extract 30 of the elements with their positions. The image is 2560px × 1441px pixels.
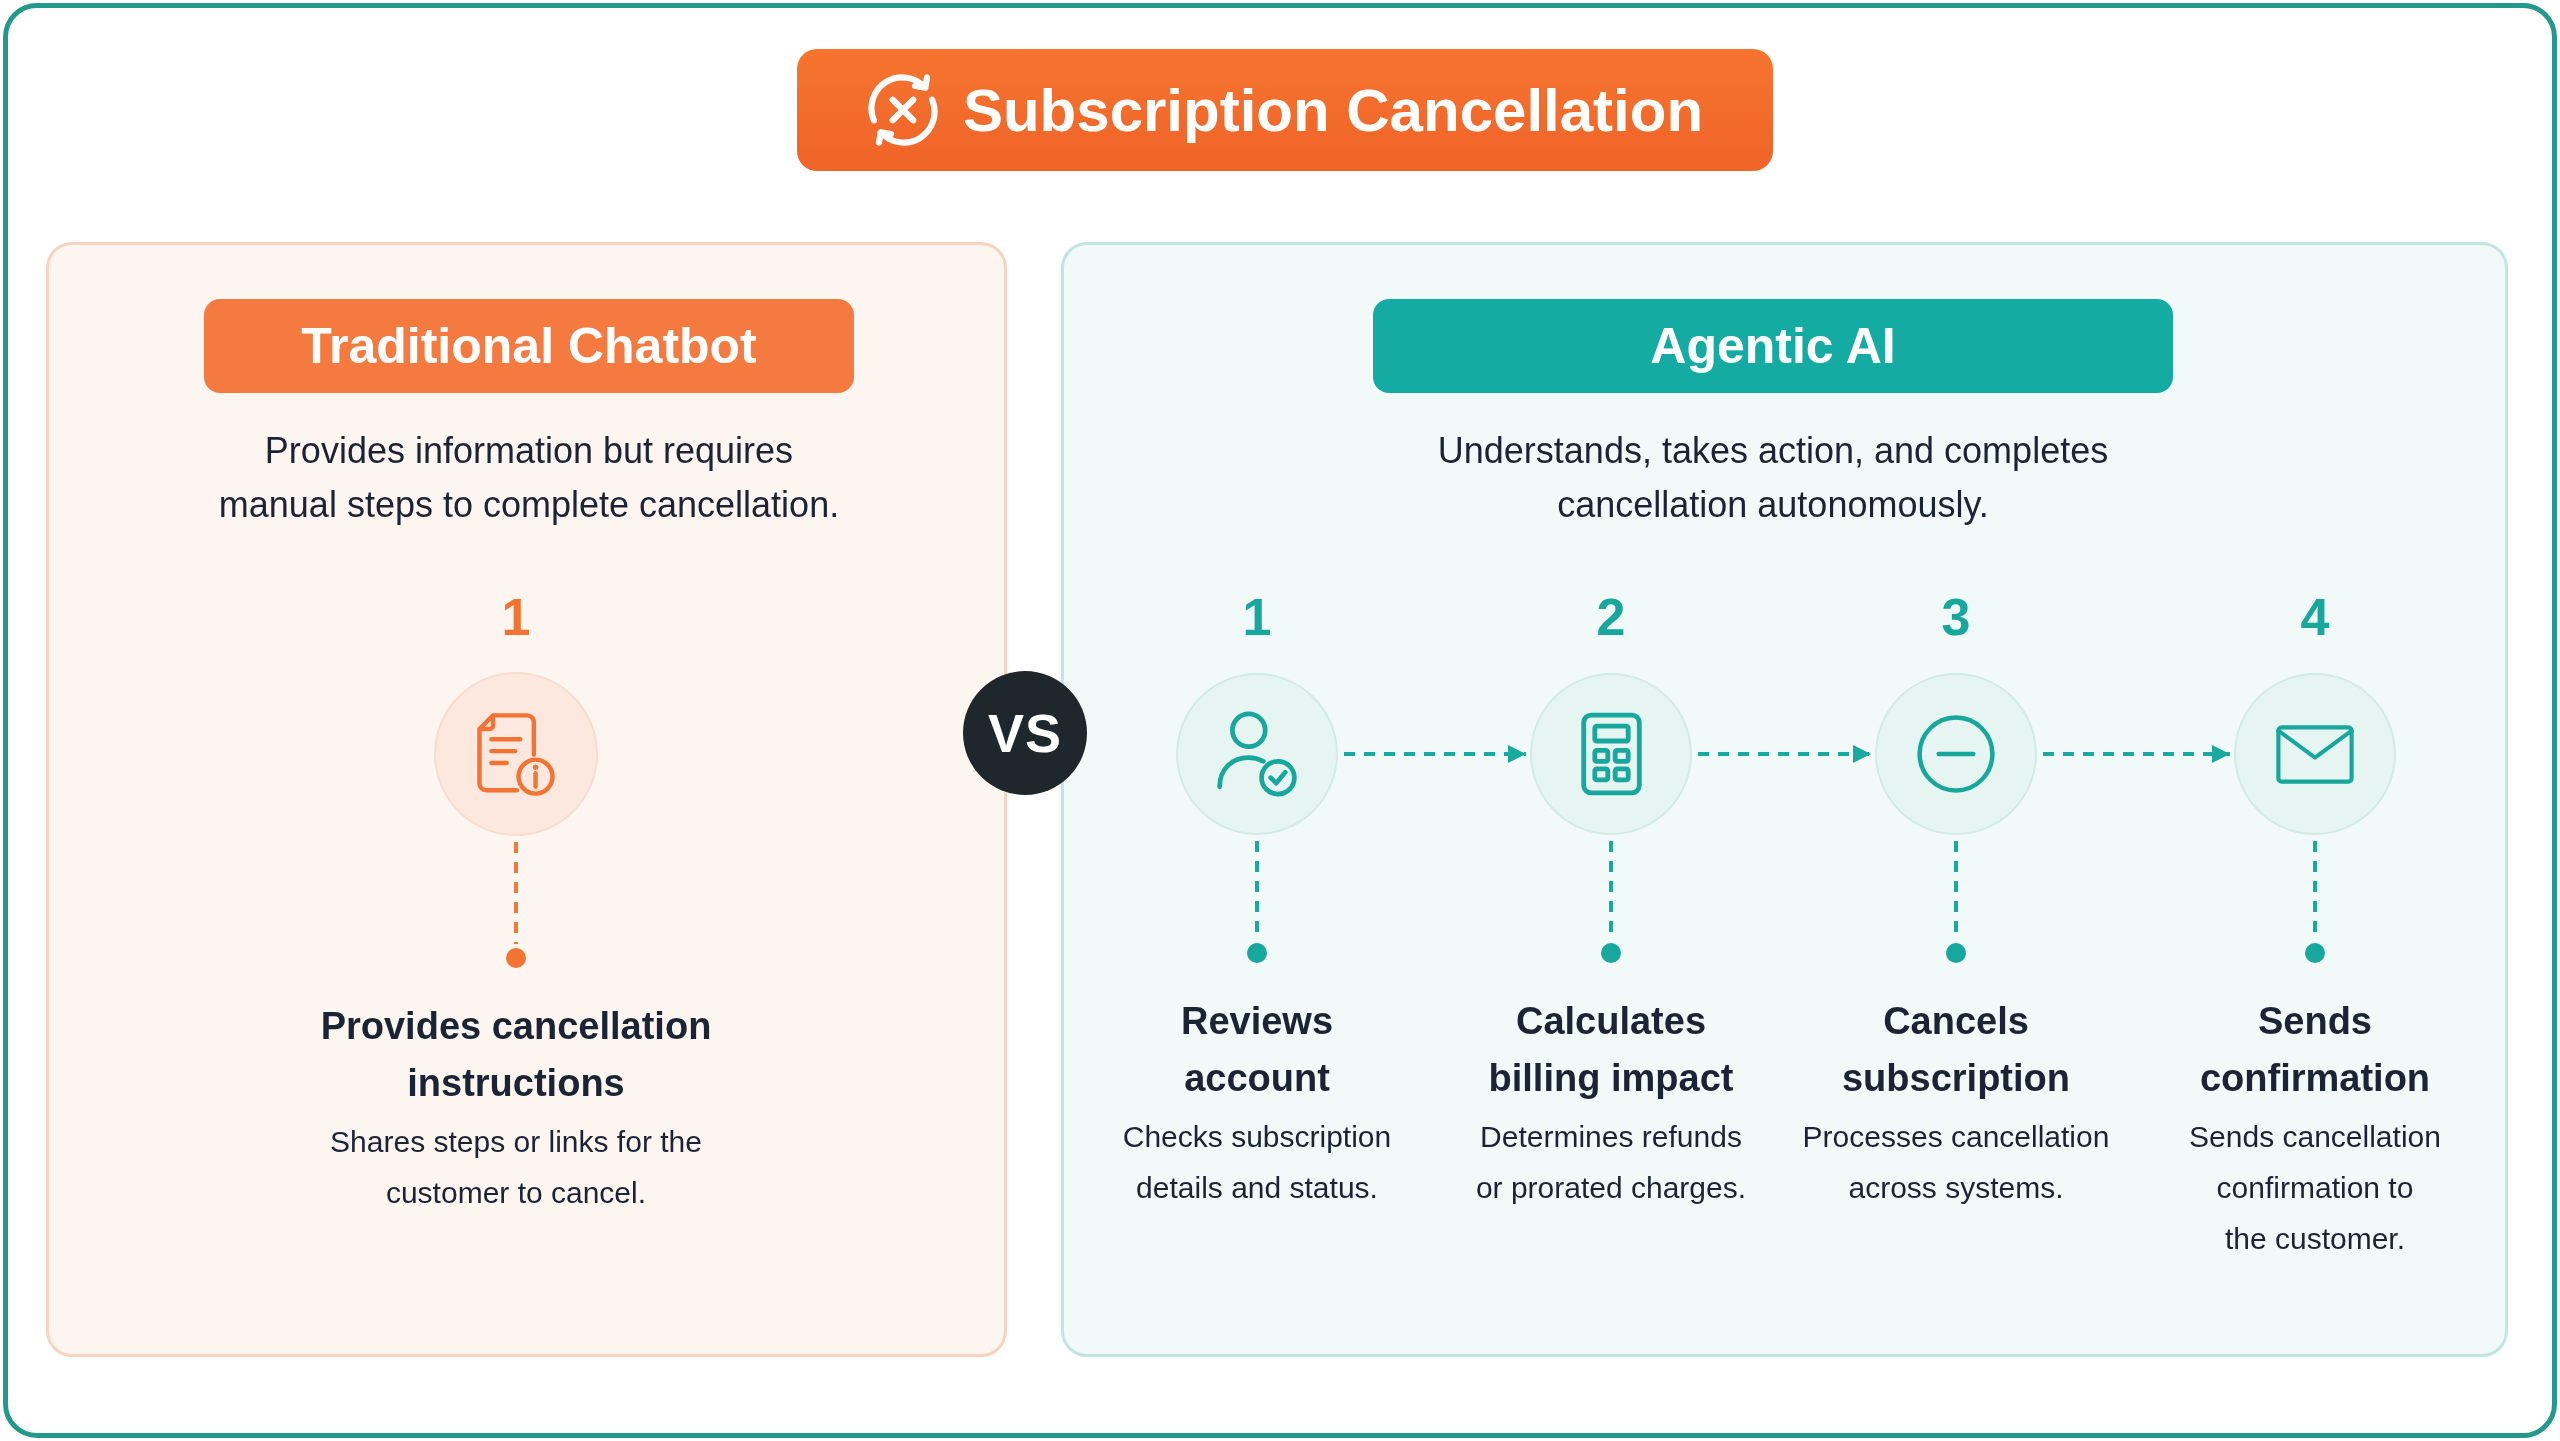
timeline-dot [506, 948, 526, 968]
dashed-arrow [1344, 745, 1526, 763]
panel-description: Understands, takes action, and completes cancellation autonomously. [1436, 429, 2110, 527]
timeline-dot [1946, 943, 1966, 963]
timeline-dot [2305, 943, 2325, 963]
step-description: Shares steps or links for the customer to cancel. [329, 1124, 703, 1211]
title-text: Subscription Cancellation [962, 75, 1704, 145]
step-number: 1 [1242, 587, 1272, 647]
step-description: Sends cancellation confirmation to the customer. [2188, 1119, 2442, 1257]
section-header: Traditional Chatbot [204, 299, 854, 393]
panel-description: Provides information but requires manual steps to complete cancellation. [217, 429, 841, 527]
step-number: 1 [501, 587, 531, 647]
timeline-dot [1601, 943, 1621, 963]
step-title: Reviews account [1179, 999, 1335, 1101]
comparison-panel [1061, 242, 2508, 1357]
step-title: Calculates billing impact [1487, 999, 1735, 1101]
dashed-arrow [1698, 745, 1871, 763]
dashed-arrow [2043, 745, 2230, 763]
step-description: Determines refunds or prorated charges. [1474, 1119, 1748, 1206]
step-number: 4 [2300, 587, 2330, 647]
dashed-connector-line [514, 842, 518, 944]
step-title: Sends confirmation [2198, 999, 2432, 1101]
step-number: 3 [1941, 587, 1971, 647]
step-number: 2 [1596, 587, 1626, 647]
step-description: Checks subscription details and status. [1121, 1119, 1393, 1206]
timeline-dot [1247, 943, 1267, 963]
step-title: Provides cancellation instructions [319, 1004, 713, 1106]
step-title: Cancels subscription [1841, 999, 2071, 1101]
step-description: Processes cancellation across systems. [1801, 1119, 2111, 1206]
section-header: Agentic AI [1373, 299, 2173, 393]
